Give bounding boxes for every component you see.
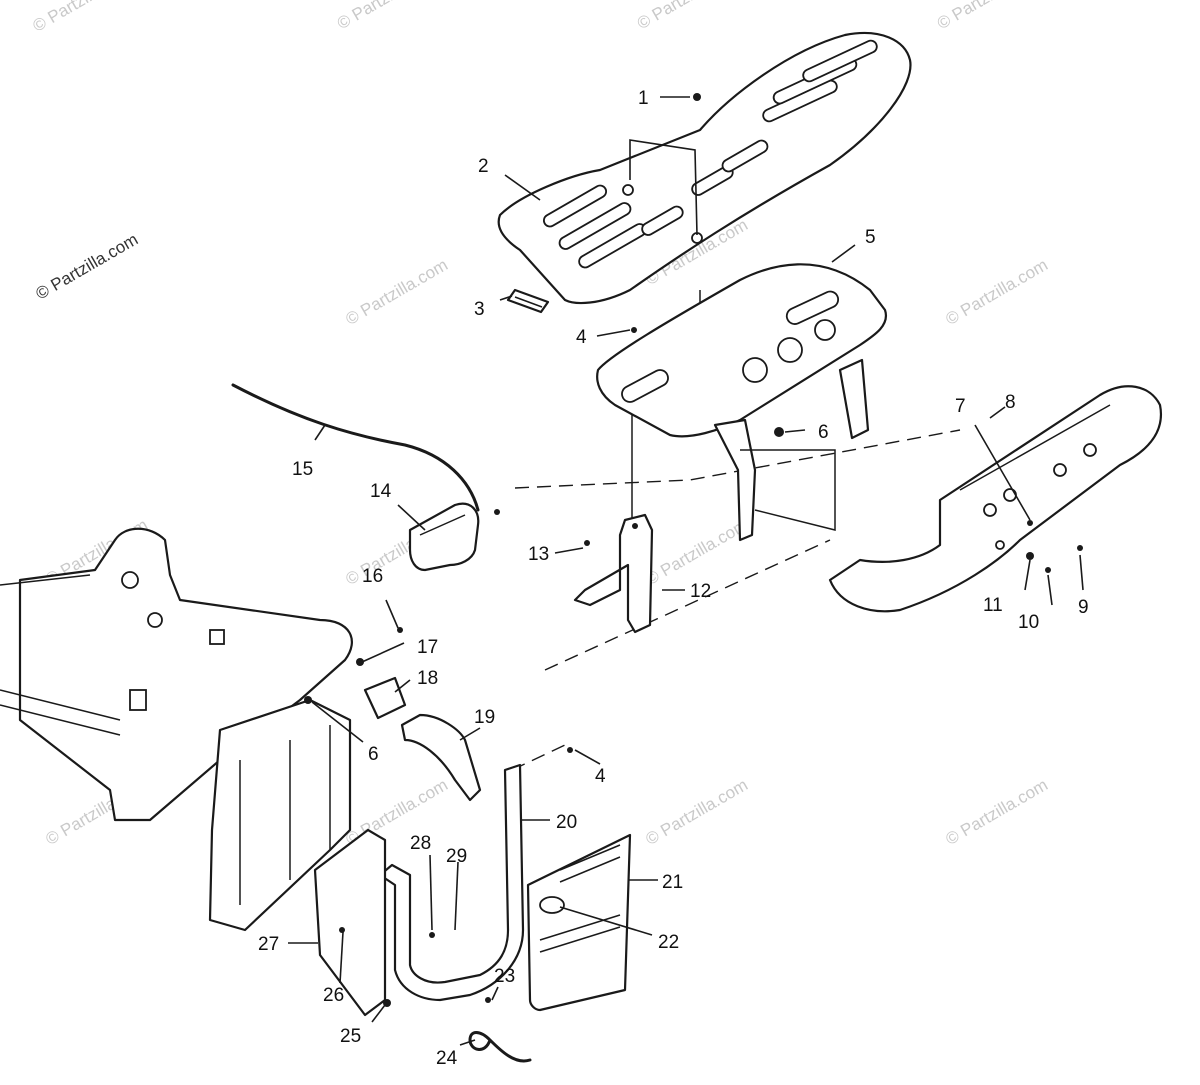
callout-4: 4 — [576, 327, 587, 348]
leader-lines — [288, 96, 1084, 1046]
callout-2: 2 — [478, 156, 489, 177]
callout-1: 1 — [638, 88, 649, 109]
callout-26: 26 — [323, 985, 344, 1006]
callout-27: 27 — [258, 934, 279, 955]
callout-9: 9 — [1078, 597, 1089, 618]
hardware — [304, 93, 1083, 1003]
callout-6: 6 — [818, 422, 829, 443]
callout-16: 16 — [362, 566, 383, 587]
watermark: © Partzilla.com — [942, 775, 1051, 849]
support-bracket — [573, 513, 654, 634]
watermark: © Partzilla.com — [642, 775, 751, 849]
callout-19: 19 — [474, 707, 495, 728]
callout-11: 11 — [983, 595, 1003, 616]
flap-hanger — [378, 763, 525, 1002]
bumper-block — [363, 676, 407, 720]
watermark: © Partzilla.com — [934, 0, 1043, 33]
callout-20: 20 — [556, 812, 577, 833]
callout-4b: 4 — [595, 766, 606, 787]
mud-flap-left — [313, 828, 391, 1017]
callout-23: 23 — [494, 966, 515, 987]
callout-25: 25 — [340, 1026, 361, 1047]
callout-7: 7 — [955, 396, 966, 417]
callout-6b: 6 — [368, 744, 379, 765]
callout-3: 3 — [474, 299, 485, 320]
copyright-credit: © Partzilla.com — [33, 230, 142, 304]
callout-24: 24 — [436, 1048, 458, 1069]
wiring-harness — [231, 383, 480, 512]
callout-17: 17 — [417, 637, 438, 658]
watermark: © Partzilla.com — [642, 515, 751, 589]
callout-22: 22 — [658, 932, 679, 953]
callout-15: 15 — [292, 459, 313, 480]
rack-support — [596, 263, 888, 542]
callout-18: 18 — [417, 668, 438, 689]
callout-10: 10 — [1018, 612, 1039, 633]
callout-13: 13 — [528, 544, 549, 565]
watermark: © Partzilla.com — [634, 0, 743, 33]
hook — [468, 1031, 532, 1063]
reflector — [506, 288, 550, 314]
rear-rack-top — [497, 31, 912, 305]
callout-14: 14 — [370, 481, 392, 502]
mud-flap-right — [526, 833, 632, 1012]
watermark: © Partzilla.com — [334, 0, 443, 33]
callout-12: 12 — [690, 581, 711, 602]
watermark: © Partzilla.com — [30, 0, 139, 36]
watermark: © Partzilla.com — [342, 255, 451, 329]
taillight — [408, 502, 480, 572]
callout-labels: 1 2 3 4 5 6 7 8 9 10 11 12 13 14 15 16 1… — [258, 88, 1089, 1069]
callout-5: 5 — [865, 227, 876, 248]
mud-flap-bracket — [400, 713, 482, 802]
rear-frame — [0, 527, 353, 932]
callout-8: 8 — [1005, 392, 1016, 413]
watermark: © Partzilla.com — [942, 255, 1051, 329]
callout-21: 21 — [662, 872, 683, 893]
callout-29: 29 — [446, 846, 467, 867]
callout-28: 28 — [410, 833, 431, 854]
rear-bumper — [828, 385, 1163, 613]
